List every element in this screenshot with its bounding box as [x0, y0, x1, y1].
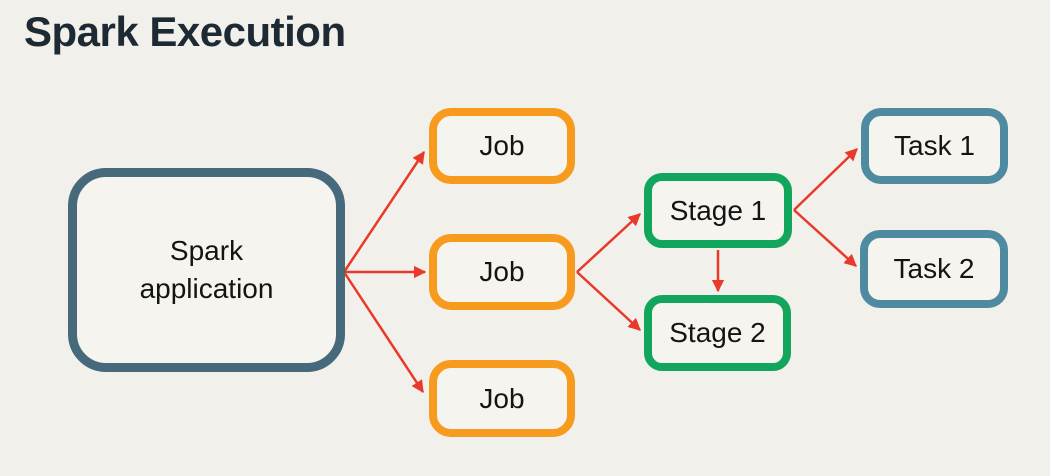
job-2-node: Job: [429, 234, 575, 310]
edge-job-2-to-stage-1: [576, 213, 641, 273]
job-3-label: Job: [479, 382, 525, 414]
task-1-node: Task 1: [861, 108, 1008, 184]
stage-2-label: Stage 2: [669, 317, 766, 349]
job-1-label: Job: [479, 130, 525, 162]
edge-job-2-to-stage-2: [576, 271, 641, 331]
spark-application-label: Spark application: [139, 235, 274, 304]
edge-spark-application-to-job-1: [342, 150, 426, 273]
job-1-node: Job: [429, 108, 575, 184]
task-1-label: Task 1: [894, 130, 975, 162]
task-2-node: Task 2: [860, 230, 1008, 308]
stage-1-label: Stage 1: [669, 194, 767, 226]
job-2-label: Job: [479, 256, 525, 288]
page-title: Spark Execution: [24, 8, 346, 55]
task-2-label: Task 2: [893, 253, 975, 285]
stage-2-node: Stage 2: [644, 295, 791, 371]
spark-application-node: Spark application: [68, 168, 345, 372]
edge-stage-1-to-task-2: [793, 209, 857, 267]
stage-1-node: Stage 1: [644, 173, 792, 248]
edge-spark-application-to-job-3: [342, 271, 425, 394]
job-3-node: Job: [429, 360, 575, 437]
edge-stage-1-to-task-1: [793, 148, 858, 211]
